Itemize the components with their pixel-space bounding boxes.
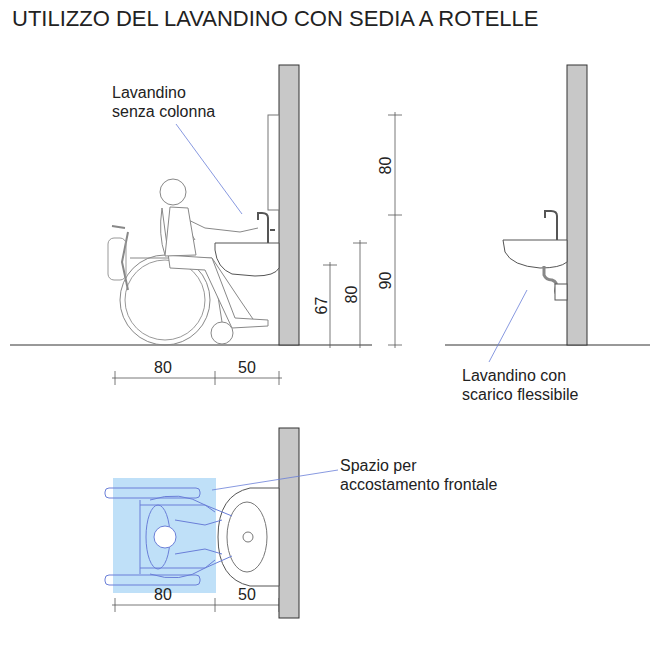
callout-label: Lavandino senza colonna bbox=[112, 83, 230, 121]
plan-view bbox=[105, 428, 338, 618]
dimension: 50 bbox=[238, 358, 256, 377]
dimension: 80 bbox=[154, 585, 172, 604]
dimension: 90 bbox=[376, 271, 395, 289]
callout-label: Lavandino con scarico flessibile bbox=[462, 366, 612, 404]
flexible-drain-view bbox=[445, 65, 650, 362]
dimension: 80 bbox=[342, 285, 361, 303]
dimension: 50 bbox=[238, 585, 256, 604]
dimension: 80 bbox=[376, 156, 395, 174]
callout-label: Spazio per accostamento frontale bbox=[340, 456, 515, 494]
dimension: 80 bbox=[154, 358, 172, 377]
dimension: 67 bbox=[312, 296, 331, 314]
side-view bbox=[10, 65, 402, 612]
diagram-title: UTILIZZO DEL LAVANDINO CON SEDIA A ROTEL… bbox=[12, 6, 539, 32]
